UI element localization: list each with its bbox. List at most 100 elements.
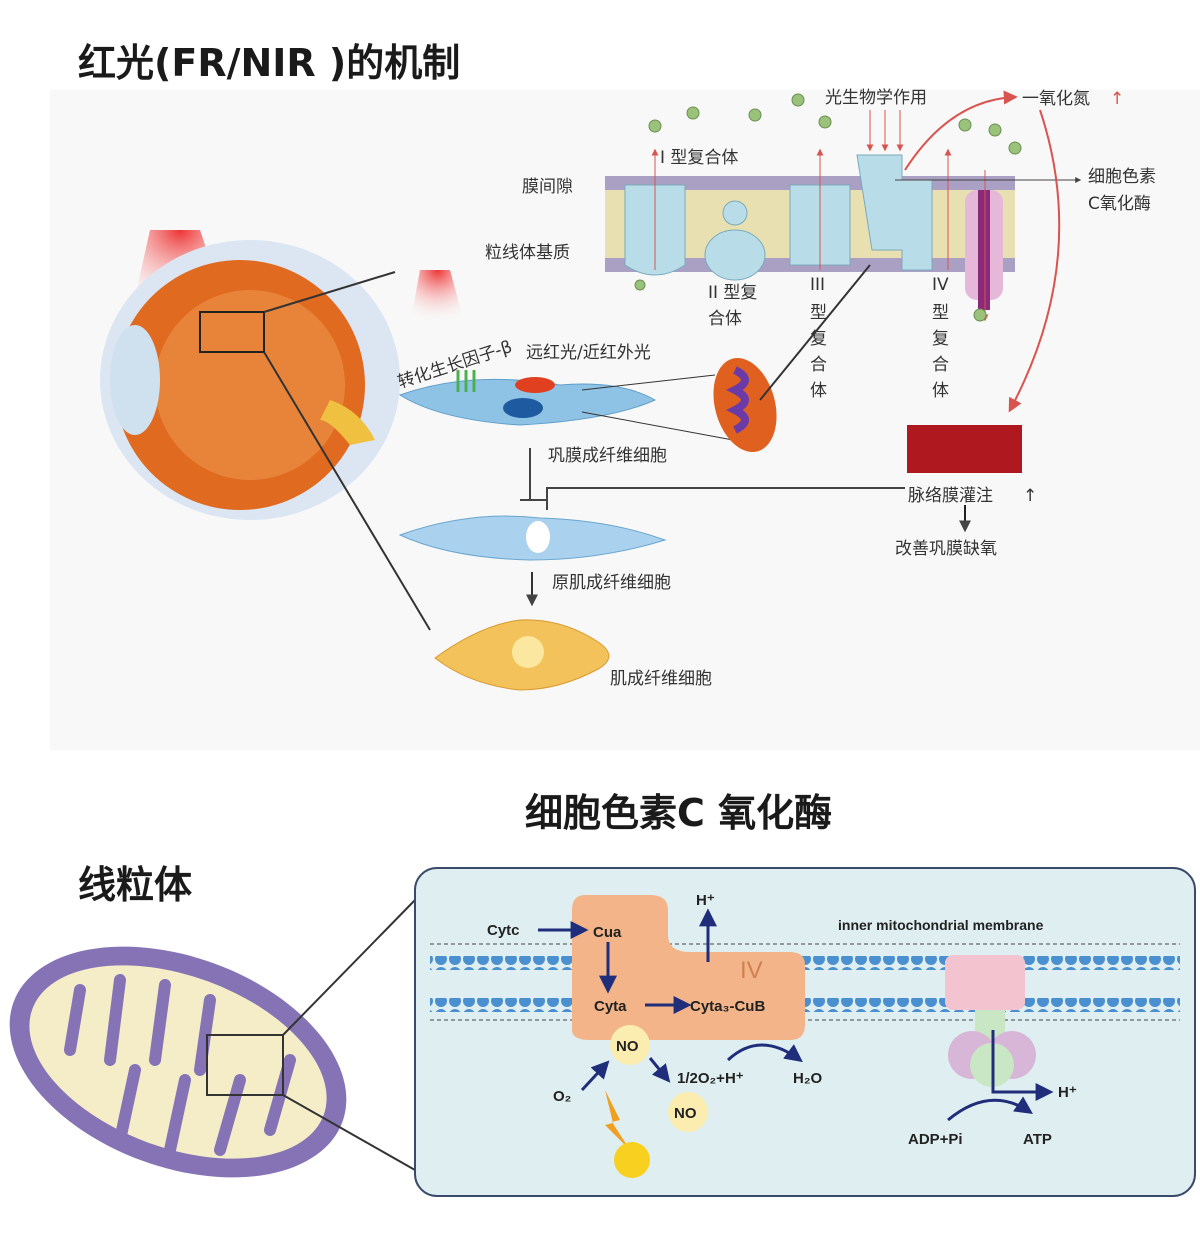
connector-line (581, 374, 716, 391)
fo-subunit (945, 955, 1025, 1010)
label-cco-1: 细胞色素 (1088, 167, 1156, 187)
proton (634, 279, 646, 291)
label-improve-hypoxia: 改善巩膜缺氧 (895, 539, 997, 559)
arrow (947, 1096, 1033, 1122)
no-arrow (904, 90, 1018, 171)
page-title: 红光(FR/NIR )的机制 (78, 41, 460, 85)
complex-2 (704, 229, 766, 281)
label-no: NO (616, 1038, 639, 1055)
zoom-box (206, 1034, 284, 1096)
label-complex-3: 型 (810, 303, 827, 323)
proton (1008, 141, 1022, 155)
label-complex-4: IV (932, 275, 949, 295)
perfusion-arrow (1008, 109, 1061, 413)
label-complex-3: 复 (810, 329, 827, 349)
label-o2: O₂ (553, 1088, 571, 1105)
mito-membrane (605, 90, 1082, 413)
proton (648, 119, 662, 133)
label-atp: ATP (1023, 1131, 1052, 1148)
label-complex-3: 体 (810, 381, 827, 401)
label-nitric-oxide: 一氧化氮 (1022, 89, 1090, 109)
arrow (726, 1043, 803, 1063)
proton (748, 108, 762, 122)
label-complex-1: I 型复合体 (660, 148, 738, 168)
label-intermembrane-space: 膜间隙 (522, 177, 573, 197)
mito-title: 线粒体 (78, 863, 192, 907)
label-h-plus-right: H⁺ (1058, 1084, 1077, 1101)
eye-choroid (155, 290, 345, 480)
label-half-o2: 1/2O₂+H⁺ (677, 1070, 744, 1087)
proton (791, 93, 805, 107)
mito-inner (29, 965, 327, 1159)
connector-line (263, 351, 431, 631)
label-complex-4: 复 (932, 329, 949, 349)
label-adp: ADP+Pi (908, 1131, 963, 1148)
label-proto-myofibroblast: 原肌成纤维细胞 (552, 573, 671, 593)
label-membrane: inner mitochondrial membrane (838, 917, 1044, 933)
label-myofibroblast: 肌成纤维细胞 (610, 669, 712, 689)
connector-line (282, 1094, 416, 1171)
lightning-icon (605, 1090, 630, 1150)
cristae (726, 366, 749, 434)
cell-nucleus (503, 398, 543, 418)
label-cua: Cua (593, 924, 622, 941)
complex-4 (856, 154, 933, 271)
label-fr-nir: 远红光/近红外光 (526, 343, 651, 363)
label-complex-4: 型 (932, 303, 949, 323)
inhibition-line (520, 448, 905, 510)
label-complex-2b: 合体 (708, 309, 742, 329)
label-complex-3: 合 (810, 355, 827, 375)
optic-nerve (320, 400, 375, 445)
up-arrow-icon: ↑ (1110, 89, 1124, 109)
arrow (991, 1030, 1054, 1101)
mitochondrion-illustration (9, 946, 347, 1178)
cornea (110, 325, 160, 435)
connector-line (759, 264, 871, 401)
cco-title: 细胞色素C 氧化酶 (525, 791, 832, 835)
up-arrow-icon: ↑ (1023, 486, 1037, 506)
proton-dots (634, 93, 1022, 322)
no-bubble (668, 1092, 708, 1132)
label-cyta3-cub: Cyta₃-CuB (690, 998, 765, 1015)
label-h-plus: H⁺ (696, 892, 715, 909)
proton (686, 106, 700, 120)
label-no-free: NO (674, 1105, 697, 1122)
proton (988, 123, 1002, 137)
label-matrix: 粒线体基质 (485, 243, 570, 263)
cell-nucleus (526, 521, 550, 553)
complex-iv (572, 895, 805, 1040)
connector-line (282, 899, 416, 1036)
arrow (648, 1057, 671, 1083)
cco-panel (414, 867, 1196, 1197)
choroid-vessel (907, 425, 1022, 473)
eye-illustration (100, 230, 400, 520)
label-complex-2a: II 型复 (708, 283, 757, 303)
label-scleral-fibroblast: 巩膜成纤维细胞 (548, 446, 667, 466)
arrow (580, 1060, 610, 1092)
label-cyta: Cyta (594, 998, 627, 1015)
zoom-box (199, 311, 265, 353)
label-complex-4: 合 (932, 355, 949, 375)
atp-synthase (945, 955, 1036, 1087)
label-photobiomodulation: 光生物学作用 (825, 88, 927, 108)
label-cco-2: C氧化酶 (1088, 194, 1151, 214)
bottom-labels: Cytc Cua H⁺ inner mitochondrial membrane… (487, 892, 1077, 1148)
cell-mitochondrion (515, 377, 555, 393)
label-complex-iv: IV (740, 957, 763, 984)
atp-synthase-core (978, 190, 990, 310)
label-choroidal-perfusion: 脉络膜灌注 (908, 486, 993, 506)
light-beam-small (410, 270, 465, 325)
sun-icon (614, 1142, 650, 1178)
ubiquinone (722, 200, 748, 226)
arrows (538, 908, 1054, 1122)
label-complex-3: III (810, 275, 825, 295)
cell-nucleus (512, 636, 544, 668)
no-bubble (610, 1025, 650, 1065)
proton (818, 115, 832, 129)
label-h2o: H₂O (793, 1070, 822, 1087)
label-complex-4: 体 (932, 381, 949, 401)
proton (973, 308, 987, 322)
connector-line (263, 271, 396, 313)
proton (958, 118, 972, 132)
